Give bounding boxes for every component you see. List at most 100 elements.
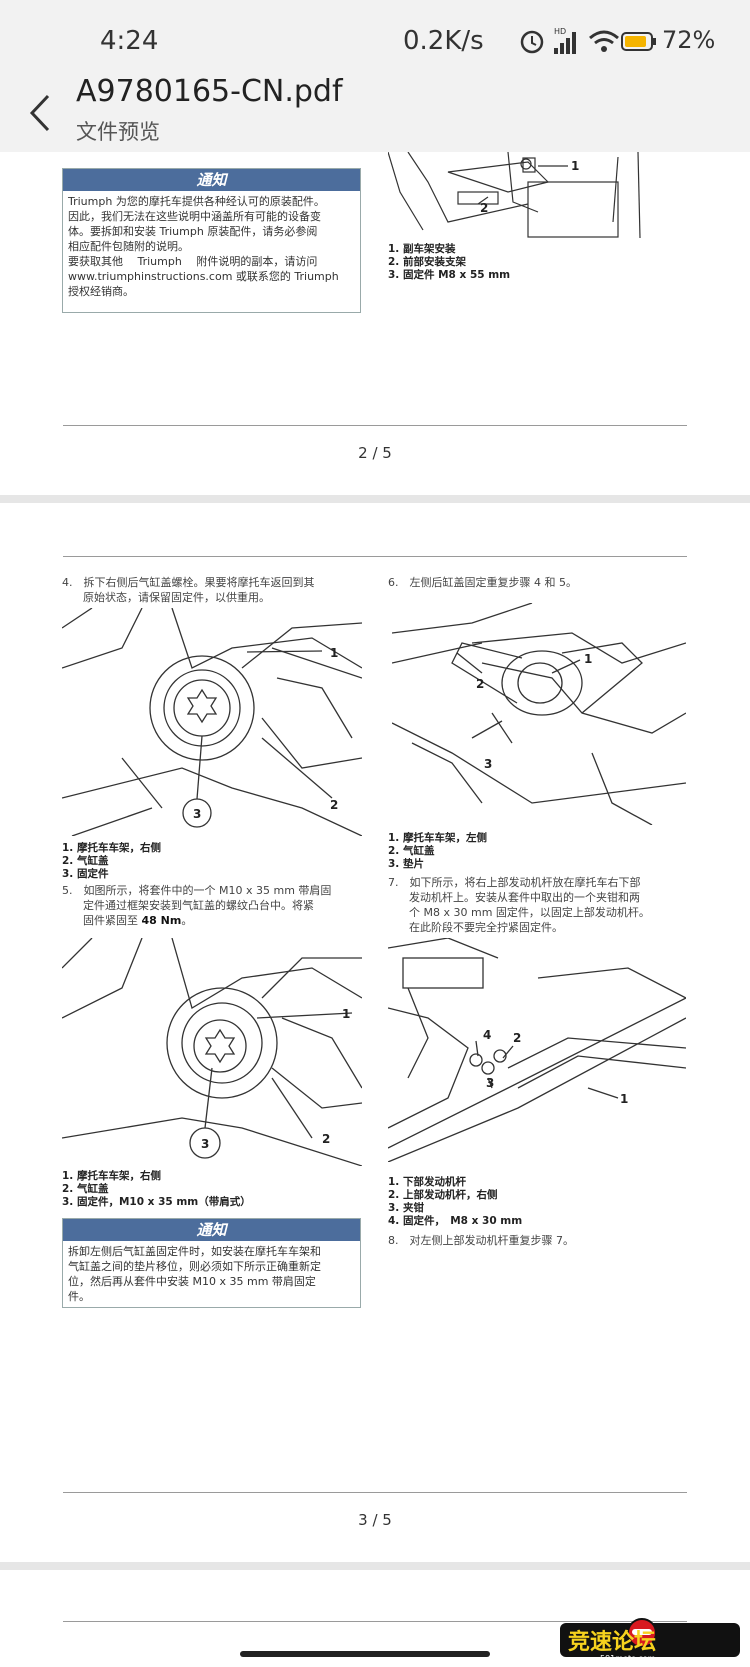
step-text: 4. 拆下右侧后气缸盖螺栓。果要将摩托车返回到其 — [62, 576, 315, 589]
figure-label: 1 — [342, 1007, 350, 1021]
page-footer-rule — [63, 425, 687, 426]
notice-line: 授权经销商。 — [68, 285, 134, 298]
figure-label: 3 — [193, 807, 201, 821]
figure-caption: 1. 下部发动机杆 2. 上部发动机杆，右侧 3. 夹钳 4. 固定件， M8 … — [388, 1176, 522, 1228]
figure-cylinder-left: 1 2 3 — [391, 602, 687, 826]
caption-line: 3. 夹钳 — [388, 1202, 424, 1214]
step-6: 6. 左侧后缸盖固定重复步骤 4 和 5。 — [388, 575, 688, 590]
figure-caption: 1. 副车架安装 2. 前部安装支架 3. 固定件 M8 x 55 mm — [388, 243, 510, 282]
back-button[interactable] — [22, 88, 62, 138]
caption-line: 3. 固定件 — [62, 868, 109, 880]
caption-line: 3. 固定件，M10 x 35 mm（带肩式） — [62, 1196, 251, 1208]
status-icons: HD — [518, 24, 658, 62]
notice-line: Triumph 为您的摩托车提供各种经认可的原装配件。 — [68, 195, 325, 208]
notice-line: 气缸盖之间的垫片移位，则必须如下所示正确重新定 — [68, 1260, 321, 1273]
figure-label: 1 — [620, 1092, 628, 1106]
page-header-rule — [63, 556, 687, 557]
caption-line: 1. 摩托车车架，右侧 — [62, 842, 161, 854]
alarm-icon — [520, 30, 544, 54]
caption-line: 2. 气缸盖 — [62, 1183, 109, 1195]
figure-caption: 1. 摩托车车架，右侧 2. 气缸盖 3. 固定件 — [62, 842, 161, 881]
figure-label: 2 — [480, 201, 488, 215]
step-7: 7. 如下所示，将右上部发动机杆放在摩托车右下部 发动机杆上。安装从套件中取出的… — [388, 875, 693, 935]
step-text: 在此阶段不要完全拧紧固定件。 — [409, 921, 563, 934]
step-4: 4. 拆下右侧后气缸盖螺栓。果要将摩托车返回到其 原始状态，请保留固定件，以供重… — [62, 575, 362, 605]
figure-label: 2 — [513, 1031, 521, 1045]
notice-box: 通知 拆卸左侧后气缸盖固定件时，如安装在摩托车车架和 气缸盖之间的垫片移位，则必… — [62, 1218, 361, 1308]
figure-caption: 1. 摩托车车架，右侧 2. 气缸盖 3. 固定件，M10 x 35 mm（带肩… — [62, 1170, 251, 1209]
step-text: 7. 如下所示，将右上部发动机杆放在摩托车右下部 — [388, 876, 641, 889]
notice-heading: 通知 — [63, 169, 360, 191]
notice-heading: 通知 — [63, 1219, 360, 1241]
caption-line: 1. 摩托车车架，右侧 — [62, 1170, 161, 1182]
caption-line: 1. 副车架安装 — [388, 243, 456, 255]
document-subtitle: 文件预览 — [76, 120, 160, 144]
caption-line: 2. 上部发动机杆，右侧 — [388, 1189, 498, 1201]
caption-line: 2. 气缸盖 — [388, 845, 435, 857]
caption-line: 1. 下部发动机杆 — [388, 1176, 466, 1188]
figure-label: 3 — [484, 757, 492, 771]
caption-line: 2. 前部安装支架 — [388, 256, 466, 268]
caption-line: 4. 固定件， M8 x 30 mm — [388, 1215, 523, 1227]
figure-label: 2 — [330, 798, 338, 812]
page-number: 2 / 5 — [358, 444, 392, 462]
step-text: 固件紧固至 — [83, 914, 138, 927]
notice-line: 要获取其他 Triumph 附件说明的副本，请访问 — [68, 255, 318, 268]
figure-caption: 1. 摩托车车架，左侧 2. 气缸盖 3. 垫片 — [388, 832, 487, 871]
step-text: 6. 左侧后缸盖固定重复步骤 4 和 5。 — [388, 576, 577, 589]
figure-label: 3 — [201, 1137, 209, 1151]
battery-percent: 72% — [662, 26, 716, 54]
figure-label: 3 — [486, 1076, 494, 1090]
figure-cylinder-right: 1 2 3 — [61, 607, 363, 837]
home-indicator[interactable] — [240, 1651, 490, 1657]
step-text: 原始状态，请保留固定件，以供重用。 — [83, 591, 270, 604]
caption-line: 1. 摩托车车架，左侧 — [388, 832, 487, 844]
status-bar: 4:24 0.2K/s HD 72% — [0, 0, 750, 78]
step-text: 个 M8 x 30 mm 固定件，以固定上部发动机杆。 — [409, 906, 650, 919]
subframe-figure: 1 2 — [387, 151, 688, 239]
figure-label: 2 — [476, 677, 484, 691]
watermark-logo: 竞速论坛 591moto.com — [560, 1615, 740, 1663]
notice-line: 因此，我们无法在这些说明中涵盖所有可能的设备变 — [68, 210, 321, 223]
page-header-rule — [63, 1621, 687, 1622]
document-title: A9780165-CN.pdf — [76, 74, 343, 109]
figure-engine-bar: 4 2 3 1 — [387, 937, 687, 1163]
svg-text:HD: HD — [554, 27, 566, 36]
signal-icon: HD — [554, 27, 576, 54]
battery-icon — [621, 32, 656, 51]
chevron-left-icon — [29, 94, 50, 132]
notice-line: 件。 — [68, 1290, 90, 1303]
figure-label: 2 — [322, 1132, 330, 1146]
notice-box: 通知 Triumph 为您的摩托车提供各种经认可的原装配件。 因此，我们无法在这… — [62, 168, 361, 313]
step-5: 5. 如图所示，将套件中的一个 M10 x 35 mm 带肩固 定件通过框架安装… — [62, 883, 362, 928]
page-number: 3 / 5 — [358, 1511, 392, 1529]
figure-label: 4 — [483, 1028, 491, 1042]
notice-line: 位，然后再从套件中安装 M10 x 35 mm 带肩固定 — [68, 1275, 316, 1288]
figure-label: 1 — [584, 652, 592, 666]
figure-label: 1 — [330, 646, 338, 660]
torque-value: 48 Nm — [141, 914, 182, 927]
page-footer-rule — [63, 1492, 687, 1493]
figure-label: 1 — [571, 159, 579, 173]
wifi-icon — [589, 30, 619, 52]
caption-line: 2. 气缸盖 — [62, 855, 109, 867]
watermark-site: 591moto.com — [600, 1654, 656, 1663]
step-text: 发动机杆上。安装从套件中取出的一个夹钳和两 — [409, 891, 640, 904]
step-text: 定件通过框架安装到气缸盖的螺纹凸台中。将紧 — [83, 899, 314, 912]
clock: 4:24 — [100, 26, 159, 56]
caption-line: 3. 垫片 — [388, 858, 424, 870]
app-bar — [0, 78, 750, 189]
page-separator — [0, 495, 750, 503]
step-text: 5. 如图所示，将套件中的一个 M10 x 35 mm 带肩固 — [62, 884, 332, 897]
notice-line: 拆卸左侧后气缸盖固定件时，如安装在摩托车车架和 — [68, 1245, 321, 1258]
notice-line: 体。要拆卸和安装 Triumph 原装配件，请务必参阅 — [68, 225, 318, 238]
watermark-text: 竞速论坛 — [568, 1629, 656, 1655]
notice-line: www.triumphinstructions.com 或联系您的 Triump… — [68, 270, 339, 283]
caption-line: 3. 固定件 M8 x 55 mm — [388, 269, 511, 281]
notice-line: 相应配件包随附的说明。 — [68, 240, 189, 253]
step-text: 8. 对左侧上部发动机杆重复步骤 7。 — [388, 1234, 574, 1247]
figure-fastener-installed: 1 2 3 — [61, 937, 363, 1167]
network-speed: 0.2K/s — [403, 26, 484, 56]
step-8: 8. 对左侧上部发动机杆重复步骤 7。 — [388, 1233, 688, 1248]
page-separator — [0, 1562, 750, 1570]
